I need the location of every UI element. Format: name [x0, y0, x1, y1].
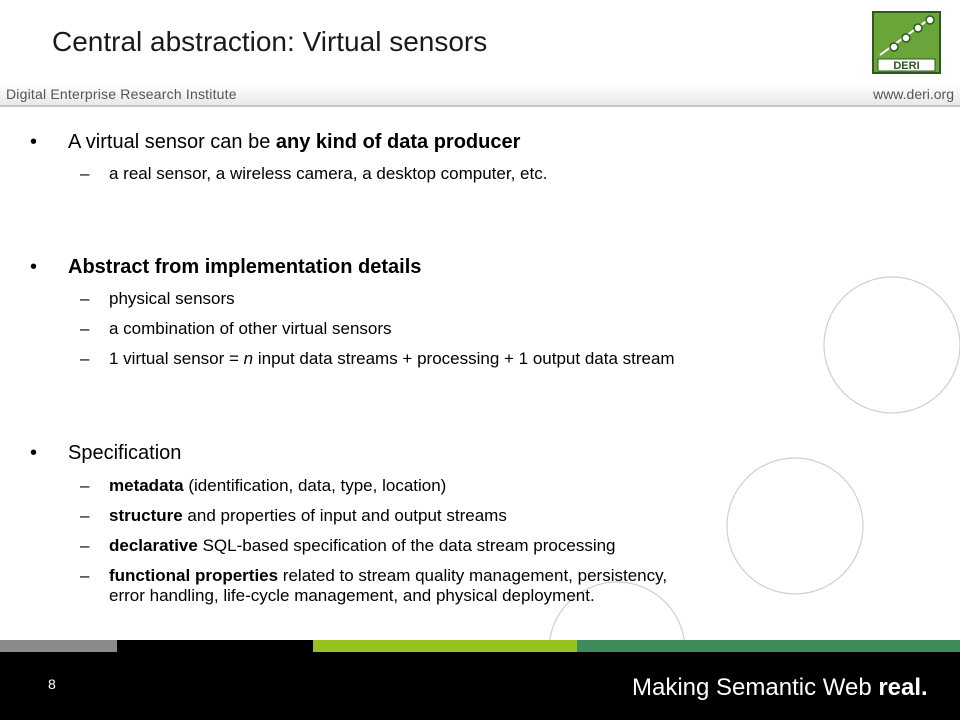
sub-3-2-text: and properties of input and output strea…	[182, 506, 507, 525]
institute-name: Digital Enterprise Research Institute	[6, 86, 237, 102]
slide-title: Central abstraction: Virtual sensors	[52, 26, 488, 57]
sub-2-3-italic: n	[243, 349, 254, 368]
color-strip	[0, 640, 960, 652]
footer: 8 Making Semantic Web real.	[0, 652, 960, 720]
sub-3-4-text-line2: error handling, life-cycle management, a…	[109, 586, 595, 605]
sub-3-3-text: SQL-based specification of the data stre…	[197, 536, 616, 555]
strip-lime	[313, 640, 577, 652]
sub-3-4-text: related to stream quality management, pe…	[278, 566, 668, 585]
page-number: 8	[48, 676, 56, 692]
sub-3-4-bold: functional properties	[109, 566, 279, 585]
tagline-normal: Making Semantic Web	[632, 674, 879, 701]
deri-logo: DERI	[872, 11, 941, 74]
sub-2-3-text-a: 1 virtual sensor =	[109, 349, 244, 368]
sub-2-3-text-b: input data streams + processing + 1 outp…	[253, 349, 675, 368]
bullet-3-text: Specification	[68, 442, 182, 464]
bullet-1-emphasis: any kind of data producer	[275, 131, 521, 153]
sub-2-1-text: physical sensors	[109, 289, 235, 308]
bullet-1-text: A virtual sensor can be	[68, 131, 276, 153]
strip-black	[117, 640, 313, 652]
website-url: www.deri.org	[873, 86, 954, 102]
strip-gray	[0, 640, 117, 652]
sub-3-2-bold: structure	[109, 506, 183, 525]
sub-2-2-text: a combination of other virtual sensors	[109, 319, 392, 338]
sub-3-1-bold: metadata	[109, 476, 184, 495]
sub-3-3-bold: declarative	[109, 536, 198, 555]
sub-3-1-text: (identification, data, type, location)	[183, 476, 447, 495]
tagline: Making Semantic Web real.	[632, 674, 928, 702]
bullet-2-text: Abstract from implementation details	[68, 256, 422, 278]
sub-1-1-text: a real sensor, a wireless camera, a desk…	[109, 164, 548, 183]
strip-green	[577, 640, 960, 652]
tagline-strong: real.	[878, 674, 928, 701]
logo-text: DERI	[893, 60, 919, 72]
brand-bar: Digital Enterprise Research Institute ww…	[0, 85, 960, 107]
